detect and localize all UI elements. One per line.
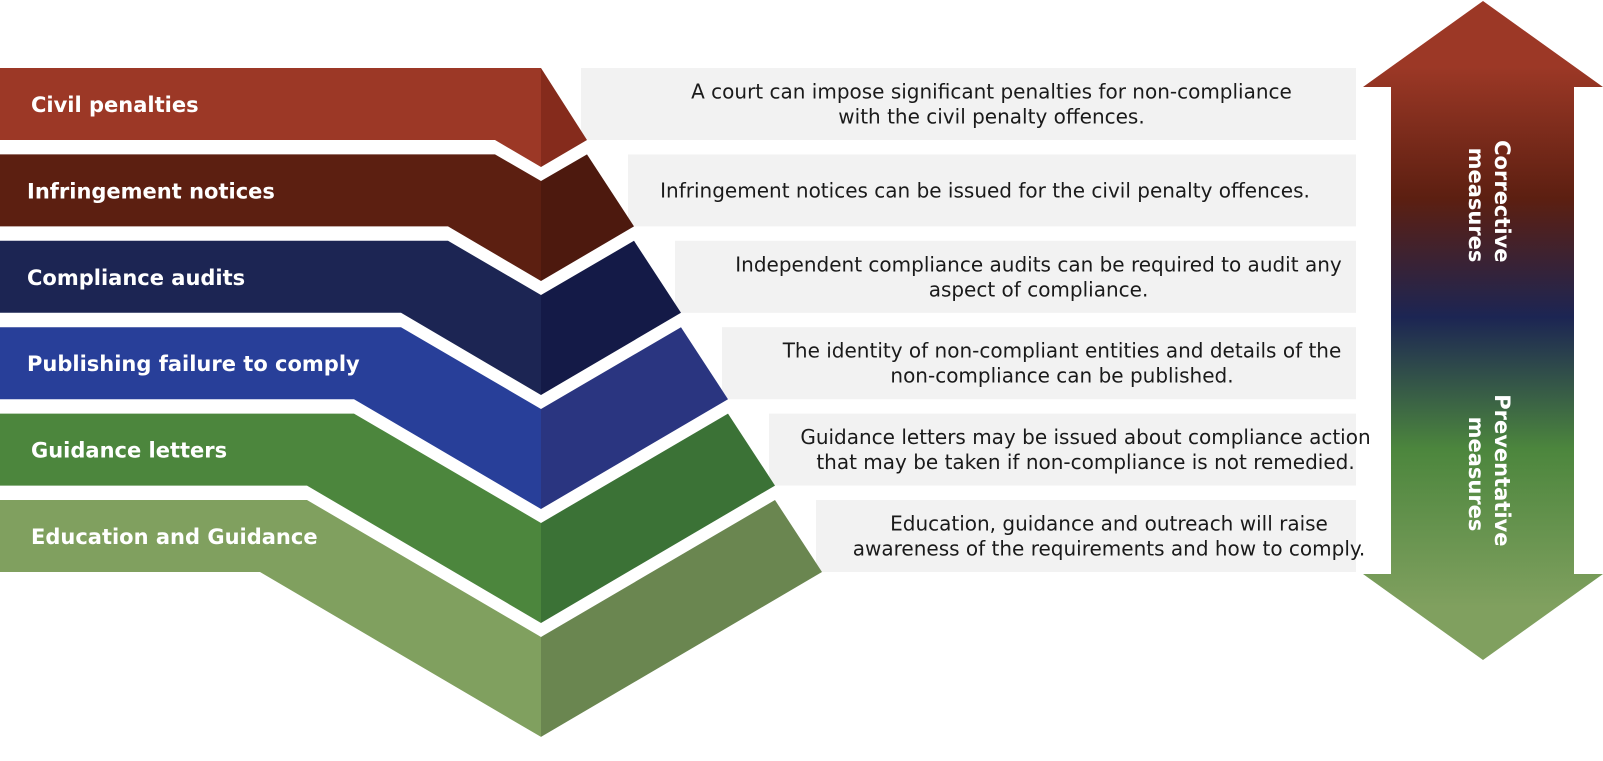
description-line: awareness of the requirements and how to… xyxy=(853,537,1366,561)
description-text: A court can impose significant penalties… xyxy=(691,80,1292,129)
preventative-label: Preventative measures xyxy=(1464,394,1514,554)
description-box xyxy=(816,500,1356,572)
description-box xyxy=(628,154,1356,227)
level-band-side xyxy=(541,413,775,623)
description-box xyxy=(769,413,1356,486)
level-band-front xyxy=(0,68,541,167)
double-arrow-icon xyxy=(1363,1,1603,660)
description-line: aspect of compliance. xyxy=(929,277,1149,301)
description-line: Independent compliance audits can be req… xyxy=(735,252,1342,276)
level-label: Infringement notices xyxy=(27,179,275,203)
description-text: Guidance letters may be issued about com… xyxy=(800,425,1370,474)
description-text: The identity of non-compliant entities a… xyxy=(782,339,1342,388)
preventative-label-line-2: measures xyxy=(1464,417,1488,532)
description-box xyxy=(581,68,1356,140)
level-band-side xyxy=(541,327,728,509)
description-line: Infringement notices can be issued for t… xyxy=(660,178,1310,202)
level-band-front xyxy=(0,154,541,281)
level-band-side xyxy=(541,500,822,737)
description-line: non-compliance can be published. xyxy=(890,364,1233,388)
level-label: Education and Guidance xyxy=(31,525,318,549)
level-label: Compliance audits xyxy=(27,266,245,290)
level-band-front xyxy=(0,240,541,395)
level-label: Civil penalties xyxy=(31,93,199,117)
corrective-label: Corrective measures xyxy=(1464,140,1514,270)
corrective-label-line-2: measures xyxy=(1464,148,1488,263)
description-line: that may be taken if non-compliance is n… xyxy=(816,450,1354,474)
level-label: Publishing failure to comply xyxy=(27,352,360,376)
preventative-label-line-1: Preventative xyxy=(1490,394,1514,546)
level-band-front xyxy=(0,500,541,737)
description-text: Infringement notices can be issued for t… xyxy=(660,178,1310,202)
description-box xyxy=(675,240,1356,313)
level-band-front xyxy=(0,327,541,509)
description-line: Guidance letters may be issued about com… xyxy=(800,425,1370,449)
description-box xyxy=(722,327,1356,400)
level-band-side xyxy=(541,240,681,395)
level-band-front xyxy=(0,413,541,623)
level-label: Guidance letters xyxy=(31,439,227,463)
pyramid-levels xyxy=(0,68,822,737)
description-line: The identity of non-compliant entities a… xyxy=(782,339,1342,363)
description-line: A court can impose significant penalties… xyxy=(691,80,1292,104)
descriptions: A court can impose significant penalties… xyxy=(581,68,1371,572)
description-line: with the civil penalty offences. xyxy=(838,105,1144,129)
description-line: Education, guidance and outreach will ra… xyxy=(890,512,1328,536)
measures-arrow: Corrective measures Preventative measure… xyxy=(1363,1,1603,660)
description-text: Independent compliance audits can be req… xyxy=(735,252,1342,301)
corrective-label-line-1: Corrective xyxy=(1490,140,1514,262)
level-band-side xyxy=(541,154,634,281)
description-text: Education, guidance and outreach will ra… xyxy=(853,512,1366,561)
level-band-side xyxy=(541,68,587,167)
